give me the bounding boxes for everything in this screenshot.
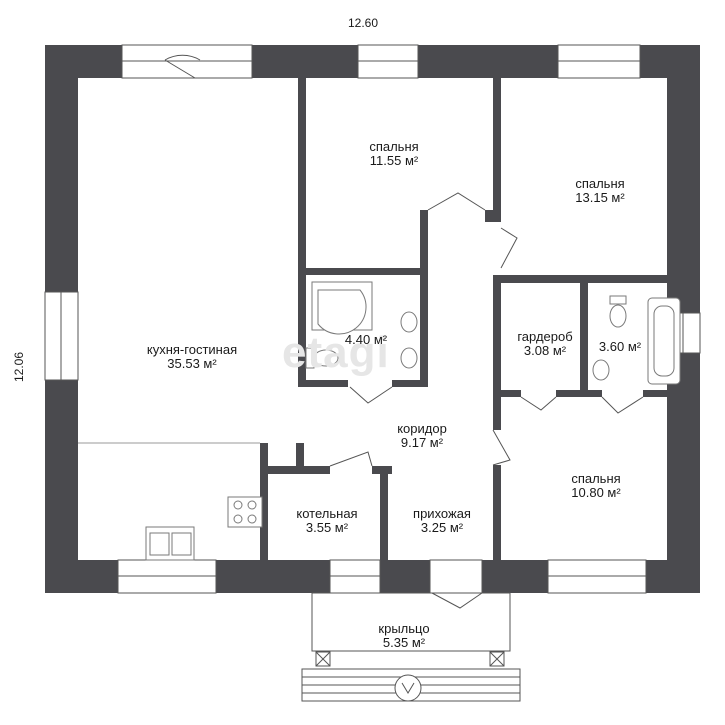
porch	[301, 592, 521, 702]
room-name: спальня	[575, 176, 625, 191]
room-area: 5.35 м²	[382, 635, 426, 650]
fixtures	[145, 281, 681, 561]
room-area: 4.40 м²	[344, 332, 388, 347]
dimension-height: 12.06	[12, 351, 26, 382]
room-name: коридор	[397, 421, 447, 436]
room-area: 11.55 м²	[369, 153, 419, 168]
window-sills	[60, 60, 684, 577]
interior-walls	[260, 78, 667, 560]
room-name: гардероб	[517, 329, 573, 344]
room-label-hall: прихожая 3.25 м²	[413, 507, 471, 535]
room-area: 13.15 м²	[575, 190, 625, 205]
room-label-bedroom-1: спальня 11.55 м²	[369, 140, 418, 168]
room-label-corridor: коридор 9.17 м²	[397, 422, 447, 450]
room-label-bathroom: 4.40 м²	[345, 333, 387, 347]
room-area: 3.25 м²	[420, 520, 464, 535]
room-name: спальня	[369, 139, 419, 154]
room-area: 3.55 м²	[305, 520, 349, 535]
room-name: прихожая	[413, 506, 471, 521]
room-label-kitchen: кухня-гостиная 35.53 м²	[147, 343, 237, 371]
room-label-bedroom-2: спальня 13.15 м²	[575, 177, 624, 205]
room-name: спальня	[571, 471, 621, 486]
room-name: крыльцо	[378, 621, 430, 636]
watermark: etagi	[282, 328, 390, 377]
room-label-boiler: котельная 3.55 м²	[296, 507, 357, 535]
room-name: кухня-гостиная	[146, 342, 238, 357]
room-label-porch: крыльцо 5.35 м²	[378, 622, 429, 650]
room-label-wardrobe: гардероб 3.08 м²	[517, 330, 572, 358]
room-name: котельная	[296, 506, 358, 521]
room-label-bedroom-3: спальня 10.80 м²	[571, 472, 620, 500]
room-area: 3.08 м²	[523, 343, 567, 358]
room-area: 3.60 м²	[598, 339, 642, 354]
room-area: 10.80 м²	[571, 485, 621, 500]
room-area: 9.17 м²	[400, 435, 444, 450]
doors	[164, 54, 644, 609]
room-area: 35.53 м²	[167, 356, 217, 371]
dimension-width: 12.60	[348, 16, 379, 30]
room-label-wc: 3.60 м²	[599, 340, 641, 354]
